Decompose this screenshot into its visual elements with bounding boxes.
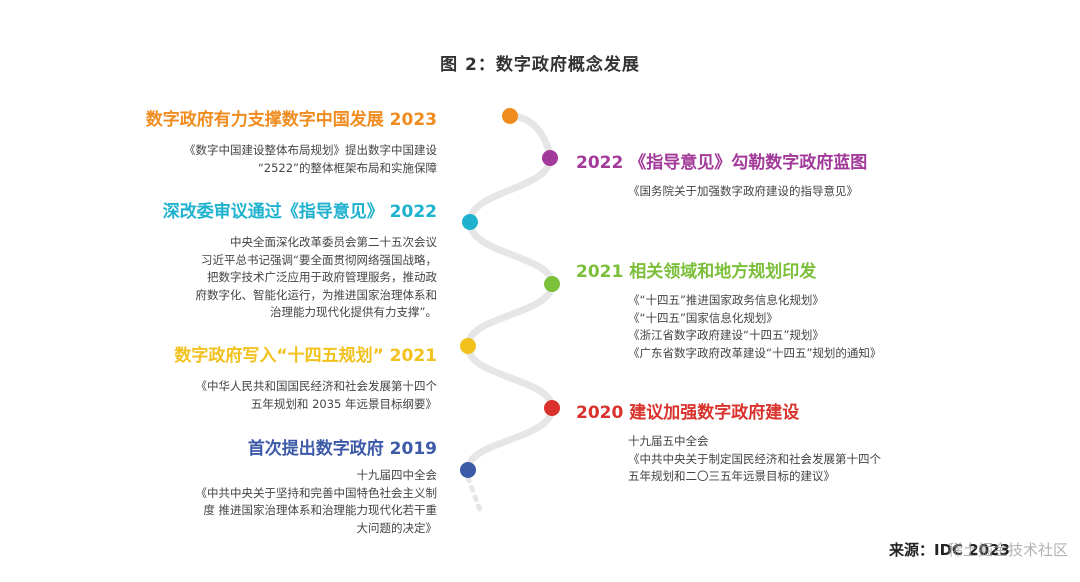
milestone-2022-guidance: 2022 《指导意见》勾勒数字政府蓝图 《国务院关于加强数字政府建设的指导意见》 (576, 148, 996, 201)
milestone-description: 《数字中国建设整体布局规划》提出数字中国建设 “2522”的整体框架布局和实施保… (184, 143, 437, 175)
milestone-description: 中央全面深化改革委员会第二十五次会议 习近平总书记强调“要全面贯彻网络强国战略，… (195, 235, 438, 319)
milestone-heading: 2020 建议加强数字政府建设 (576, 403, 800, 423)
milestone-2021-plans: 2021 相关领域和地方规划印发 《“十四五”推进国家政务信息化规划》 《“十四… (576, 257, 996, 362)
milestone-2020: 2020 建议加强数字政府建设 十九届五中全会 《中共中央关于制定国民经济和社会… (576, 398, 996, 486)
timeline-dot-2023 (502, 108, 518, 124)
milestone-2023: 数字政府有力支撑数字中国发展 2023 《数字中国建设整体布局规划》提出数字中国… (77, 105, 437, 177)
milestone-2019: 首次提出数字政府 2019 十九届四中全会 《中共中央关于坚持和完善中国特色社会… (77, 434, 438, 537)
timeline-dot-2021-fyp (460, 338, 476, 354)
timeline-dot-2020 (544, 400, 560, 416)
milestone-heading: 数字政府写入“十四五规划” 2021 (174, 346, 437, 366)
milestone-heading: 2022 《指导意见》勾勒数字政府蓝图 (576, 153, 868, 173)
source-label: 来源：IDC 2023 (888, 541, 1010, 559)
figure-title: 图 2：数字政府概念发展 (440, 55, 640, 75)
milestone-2022-reform: 深改委审议通过《指导意见》 2022 中央全面深化改革委员会第二十五次会议 习近… (77, 197, 437, 322)
milestone-description: 十九届五中全会 《中共中央关于制定国民经济和社会发展第十四个 五年规划和二〇三五… (628, 434, 881, 483)
milestone-description: 《国务院关于加强数字政府建设的指导意见》 (628, 184, 858, 198)
milestone-description: 《中华人民共和国国民经济和社会发展第十四个 五年规划和 2035 年远景目标纲要… (195, 379, 438, 411)
milestone-2021-fyp: 数字政府写入“十四五规划” 2021 《中华人民共和国国民经济和社会发展第十四个… (77, 341, 437, 413)
milestone-heading: 首次提出数字政府 2019 (247, 439, 437, 459)
milestone-heading: 数字政府有力支撑数字中国发展 2023 (145, 110, 437, 130)
milestone-description: 十九届四中全会 《中共中央关于坚持和完善中国特色社会主义制 度 推进国家治理体系… (195, 468, 438, 535)
milestone-heading: 2021 相关领域和地方规划印发 (576, 262, 817, 282)
timeline-dot-2021-plans (544, 276, 560, 292)
timeline-dot-2022-guidance (542, 150, 558, 166)
timeline-dot-2022-reform (462, 214, 478, 230)
watermark: 稀土掘金技术社区 (947, 541, 1068, 559)
milestone-description: 《“十四五”推进国家政务信息化规划》 《“十四五”国家信息化规划》 《浙江省数字… (628, 293, 882, 360)
timeline-dot-2019 (460, 462, 476, 478)
milestone-heading: 深改委审议通过《指导意见》 2022 (162, 202, 437, 222)
